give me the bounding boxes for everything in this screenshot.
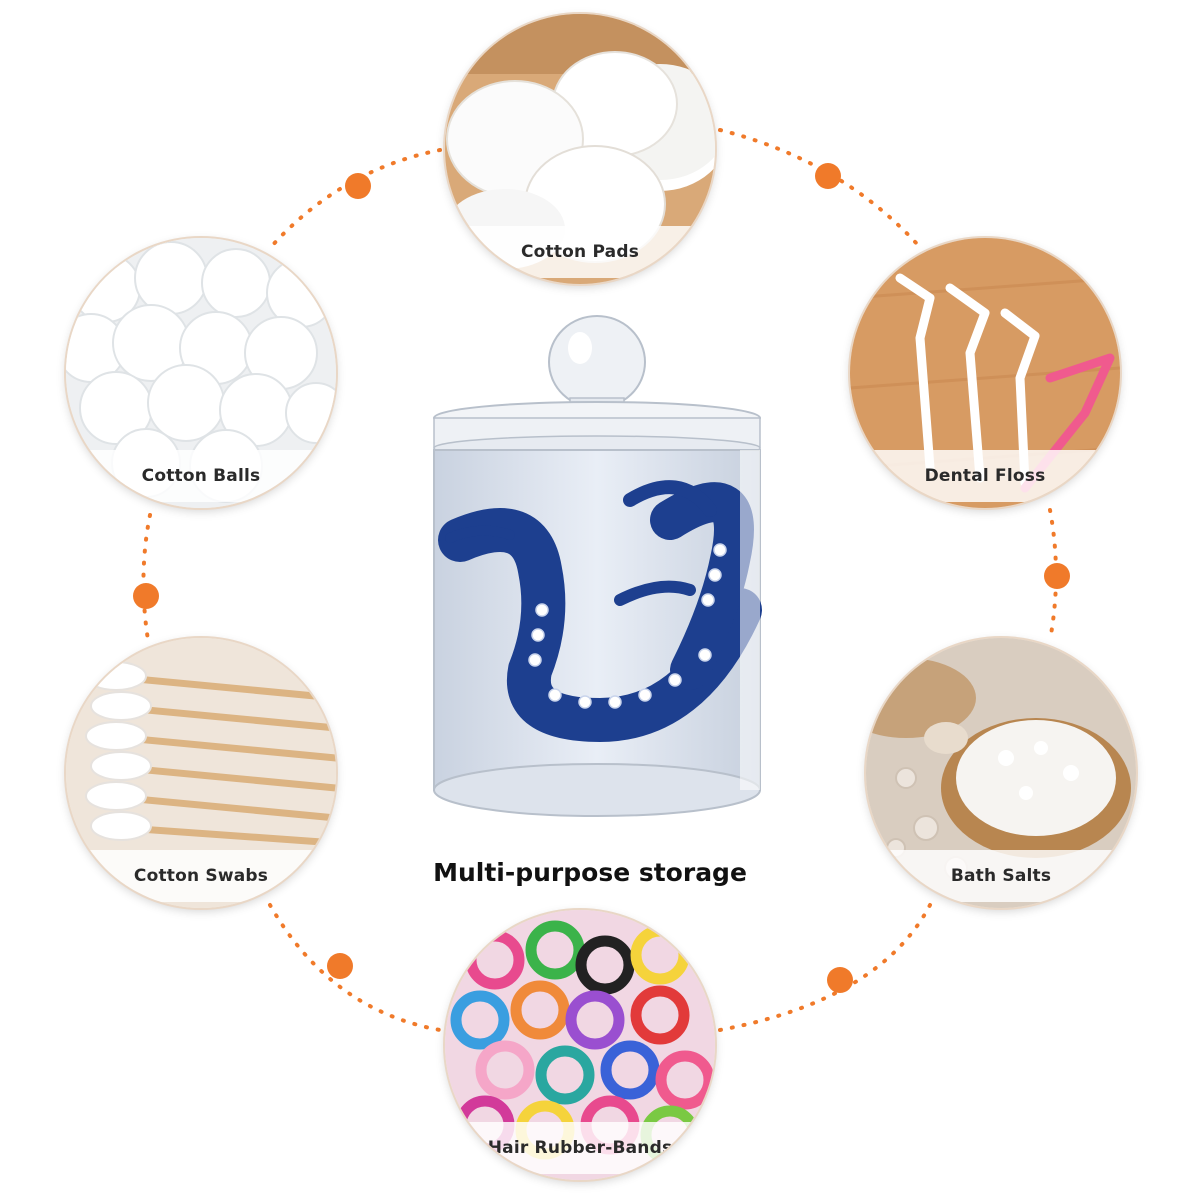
item-label: Cotton Swabs (133, 866, 269, 886)
item-label: Dental Floss (924, 466, 1046, 486)
connector-dot (1044, 563, 1070, 589)
label-band: Cotton Pads (445, 226, 715, 278)
item-cotton-balls: Cotton Balls (66, 238, 336, 508)
item-cotton-pads: Cotton Pads (445, 14, 715, 284)
label-band: Bath Salts (866, 850, 1136, 902)
connector-dot (327, 953, 353, 979)
item-bath-salts: Bath Salts (866, 638, 1136, 908)
connector-dot (133, 583, 159, 609)
jar-image (433, 315, 762, 817)
item-label: Cotton Pads (520, 242, 640, 262)
label-band: Cotton Swabs (66, 850, 336, 902)
item-cotton-swabs: Cotton Swabs (66, 638, 336, 908)
item-label: Hair Rubber-Bands (487, 1138, 673, 1158)
connector-dot (815, 163, 841, 189)
center-caption: Multi-purpose storage (433, 858, 747, 887)
item-label: Bath Salts (950, 866, 1052, 886)
connector-dot (827, 967, 853, 993)
item-hair-rubber-bands: Hair Rubber-Bands (445, 910, 715, 1180)
tentacle-graphic (438, 480, 762, 743)
item-label: Cotton Balls (141, 466, 261, 486)
label-band: Dental Floss (850, 450, 1120, 502)
item-dental-floss: Dental Floss (850, 238, 1120, 508)
jar-knob (548, 315, 646, 409)
label-band: Hair Rubber-Bands (445, 1122, 715, 1174)
label-band: Cotton Balls (66, 450, 336, 502)
connector-dot (345, 173, 371, 199)
